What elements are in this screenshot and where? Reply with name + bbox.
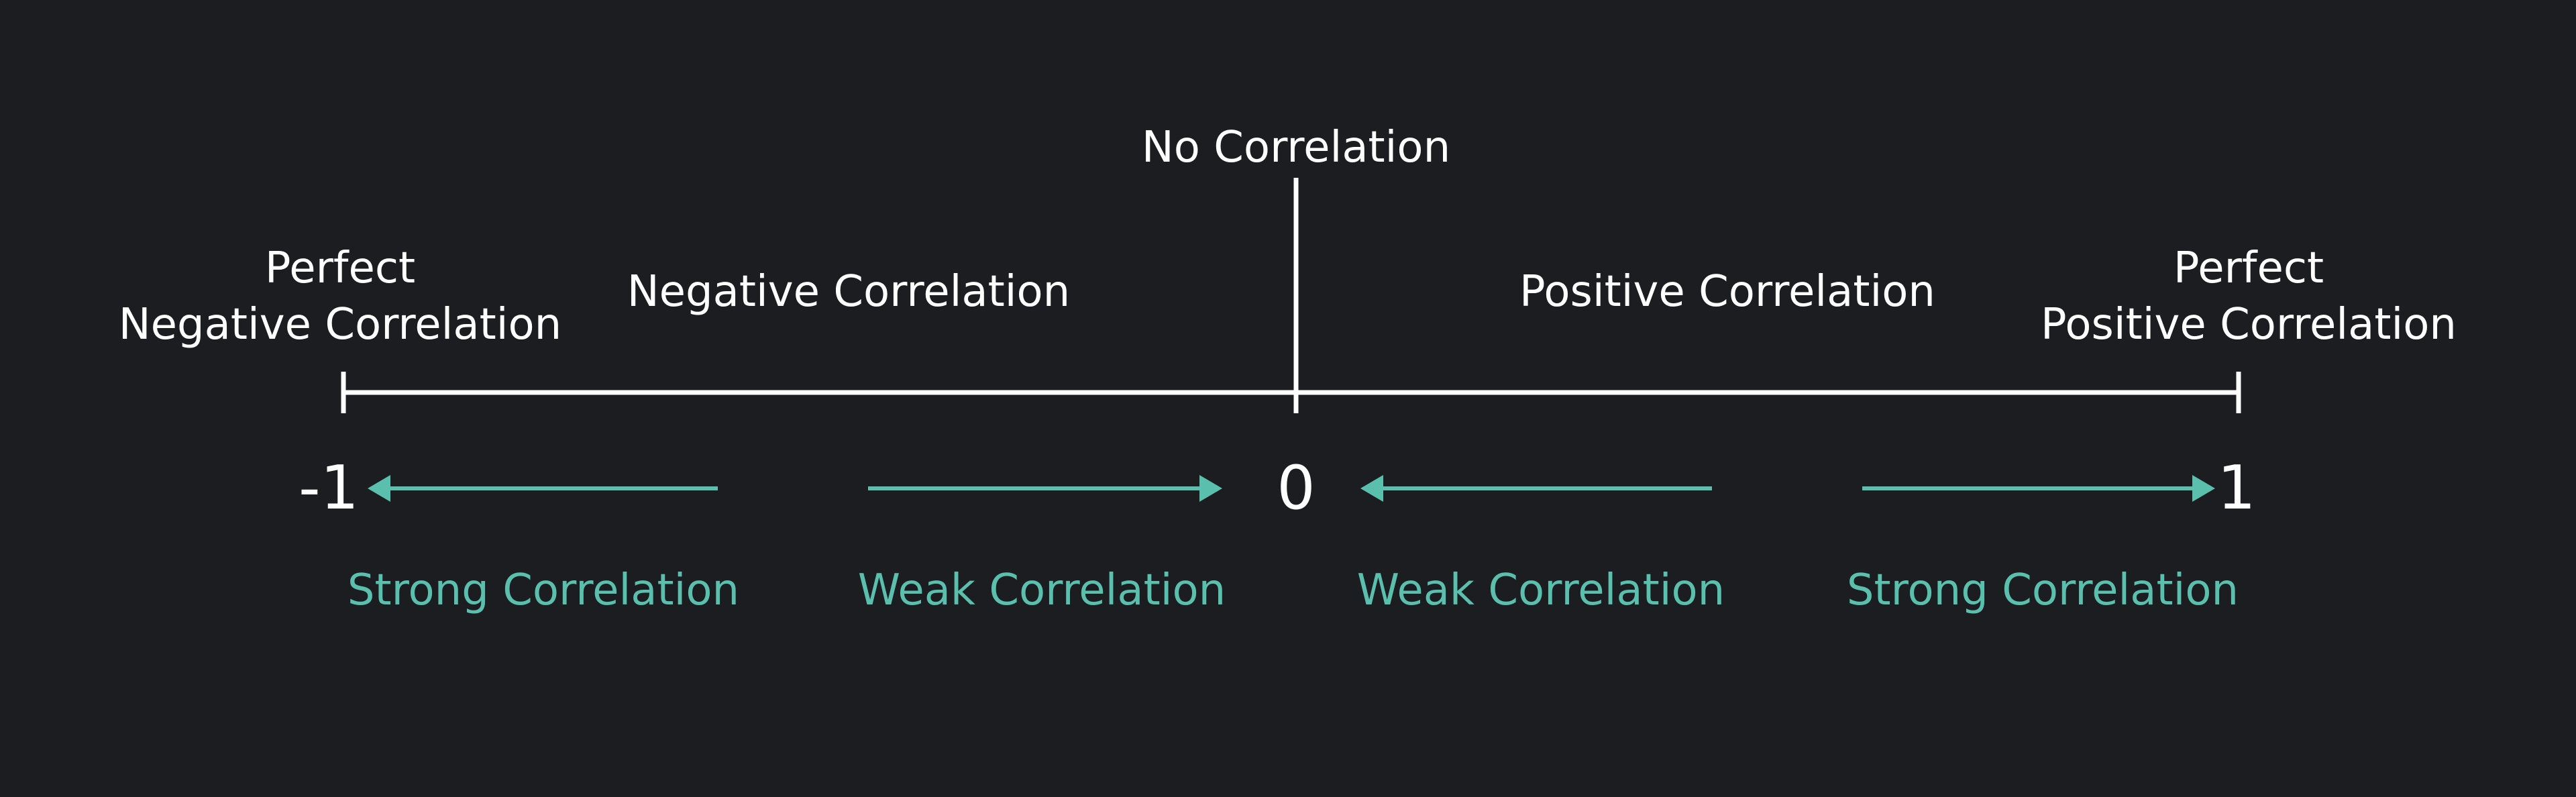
label-positive-correlation: Positive Correlation xyxy=(1519,267,1935,317)
label-perfect-positive-line2: Positive Correlation xyxy=(2041,300,2457,350)
scale-mid-label: 0 xyxy=(1277,453,1316,523)
label-perfect-negative: Perfect Negative Correlation xyxy=(119,240,561,353)
arrow-strong-right xyxy=(1862,475,2215,502)
label-perfect-negative-line1: Perfect xyxy=(264,244,416,293)
label-strong-correlation-left: Strong Correlation xyxy=(347,566,740,615)
label-perfect-positive-line1: Perfect xyxy=(2173,244,2324,293)
arrow-strong-left xyxy=(368,475,718,502)
label-perfect-positive: Perfect Positive Correlation xyxy=(2041,240,2457,353)
label-negative-correlation: Negative Correlation xyxy=(627,267,1071,317)
scale-max-label: 1 xyxy=(2217,453,2256,523)
label-strong-correlation-right: Strong Correlation xyxy=(1846,566,2239,615)
label-weak-correlation-left: Weak Correlation xyxy=(857,566,1226,615)
label-no-correlation: No Correlation xyxy=(1141,123,1451,172)
label-weak-correlation-right: Weak Correlation xyxy=(1356,566,1725,615)
scale-min-label: -1 xyxy=(299,453,359,523)
arrow-weak-left xyxy=(868,475,1222,502)
arrow-weak-right xyxy=(1360,475,1712,502)
label-perfect-negative-line2: Negative Correlation xyxy=(118,300,562,350)
